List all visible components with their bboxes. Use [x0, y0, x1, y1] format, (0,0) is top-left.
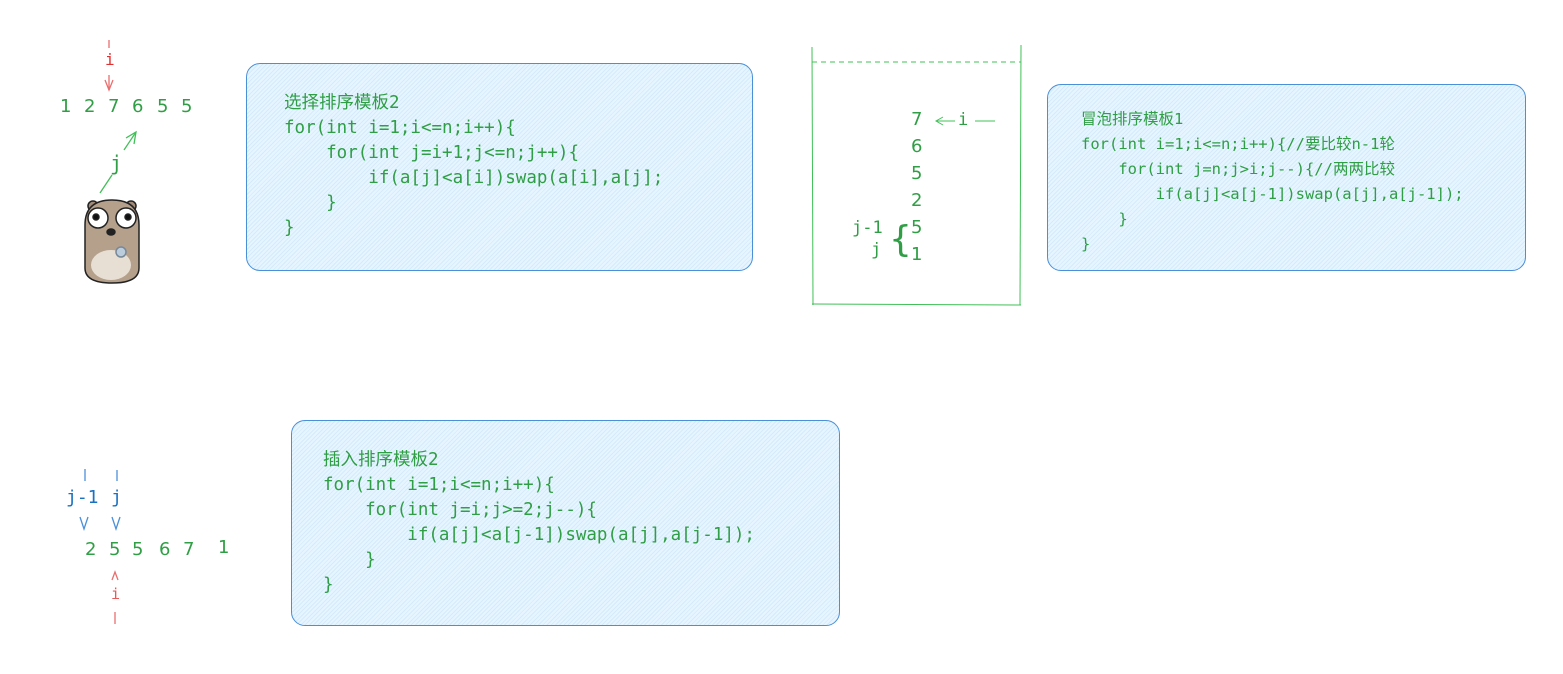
- array-item: 1: [218, 537, 230, 558]
- code-line: }: [1081, 210, 1128, 228]
- code-line: }: [284, 193, 337, 213]
- array-item: 7: [183, 539, 195, 560]
- selection-sort-code-box: 选择排序模板2 for(int i=1;i<=n;i++){ for(int j=…: [246, 63, 753, 271]
- j-minus-1-label: j-1: [852, 218, 883, 238]
- code-line: for(int i=1;i<=n;i++){: [323, 475, 555, 495]
- stack-item: 7: [911, 109, 923, 130]
- i-arrow-selection: [104, 40, 114, 92]
- i-label: i: [111, 585, 121, 603]
- array-item: 2: [84, 96, 96, 117]
- array-item: 2: [85, 539, 97, 560]
- j-arrow-selection: [99, 130, 137, 194]
- insertion-sort-code-box: 插入排序模板2 for(int i=1;i<=n;i++){ for(int j=…: [291, 420, 840, 626]
- j-label: j: [110, 151, 123, 175]
- j-label: j: [871, 240, 882, 260]
- gopher-mascot-icon: [84, 199, 140, 284]
- code-line: for(int i=1;i<=n;i++){//要比较n-1轮: [1081, 135, 1395, 153]
- array-item: 5: [157, 96, 169, 117]
- i-arrow-insertion: [111, 570, 119, 624]
- stack-item: 6: [911, 136, 923, 157]
- bubble-sort-code-box: 冒泡排序模板1 for(int i=1;i<=n;i++){//要比较n-1轮 f…: [1047, 84, 1526, 271]
- code-line: if(a[j]<a[j-1])swap(a[j],a[j-1]);: [323, 525, 755, 545]
- array-item: 5: [181, 96, 193, 117]
- array-item: 5: [109, 539, 121, 560]
- code-line: }: [1081, 235, 1091, 253]
- i-label: i: [958, 110, 969, 130]
- code-line: if(a[j]<a[j-1])swap(a[j],a[j-1]);: [1081, 185, 1464, 203]
- stack-frame: [811, 44, 1022, 306]
- stack-item: 5: [911, 217, 923, 238]
- j-label: j: [111, 487, 122, 508]
- code-line: for(int j=i;j>=2;j--){: [323, 500, 597, 520]
- array-item: 7: [108, 96, 120, 117]
- code-line: for(int i=1;i<=n;i++){: [284, 118, 516, 138]
- i-label: i: [105, 50, 115, 69]
- stack-item: 5: [911, 163, 923, 184]
- code-line: }: [284, 218, 295, 238]
- code-line: for(int j=i+1;j<=n;j++){: [284, 143, 580, 163]
- code-line: }: [323, 550, 376, 570]
- stack-item: 2: [911, 190, 923, 211]
- code-line: if(a[j]<a[i])swap(a[i],a[j];: [284, 168, 664, 188]
- code-title: 插入排序模板2: [323, 450, 439, 470]
- j-minus-1-label: j-1: [66, 487, 99, 508]
- code-line: for(int j=n;j>i;j--){//两两比较: [1081, 160, 1395, 178]
- array-item: 6: [132, 96, 144, 117]
- code-line: }: [323, 575, 334, 595]
- j-arrows-insertion: [79, 469, 121, 532]
- array-item: 6: [159, 539, 171, 560]
- array-item: 1: [60, 96, 72, 117]
- code-title: 冒泡排序模板1: [1081, 110, 1184, 128]
- stack-item: 1: [911, 244, 923, 265]
- array-item: 5: [132, 539, 144, 560]
- code-title: 选择排序模板2: [284, 93, 400, 113]
- brace-icon: {: [889, 219, 912, 260]
